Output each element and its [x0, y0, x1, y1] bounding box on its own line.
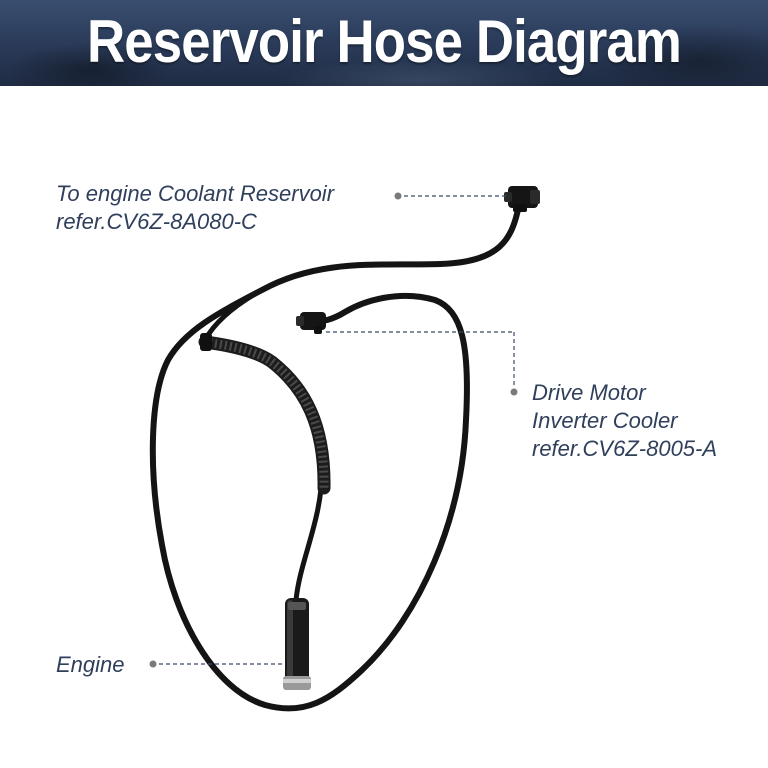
title-banner: Reservoir Hose Diagram: [0, 0, 768, 86]
label-inverter-line1: Drive Motor: [532, 380, 646, 405]
label-engine: Engine: [56, 651, 125, 679]
braided-sleeve: [198, 335, 331, 495]
hose-main-loop: [149, 202, 522, 712]
leader-engine: [149, 660, 285, 668]
leader-reservoir: [394, 192, 508, 200]
junction-clip: [200, 333, 212, 351]
label-reservoir-line1: To engine Coolant Reservoir: [56, 181, 335, 206]
hose-clamp-icon: [283, 598, 311, 690]
label-engine-line1: Engine: [56, 652, 125, 677]
label-inverter-line2: Inverter Cooler: [532, 408, 678, 433]
quick-connector-icon: [296, 312, 326, 334]
label-reservoir: To engine Coolant Reservoir refer.CV6Z-8…: [56, 180, 334, 236]
braided-sleeve-texture: [204, 337, 329, 489]
label-reservoir-line2: refer.CV6Z-8A080-C: [56, 209, 257, 234]
page-title: Reservoir Hose Diagram: [87, 8, 682, 75]
label-inverter: Drive Motor Inverter Cooler refer.CV6Z-8…: [532, 379, 717, 463]
label-inverter-line3: refer.CV6Z-8005-A: [532, 436, 718, 461]
quick-connector-icon: [504, 186, 540, 212]
leader-inverter: [326, 331, 518, 396]
hose-engine-branch: [201, 287, 325, 603]
